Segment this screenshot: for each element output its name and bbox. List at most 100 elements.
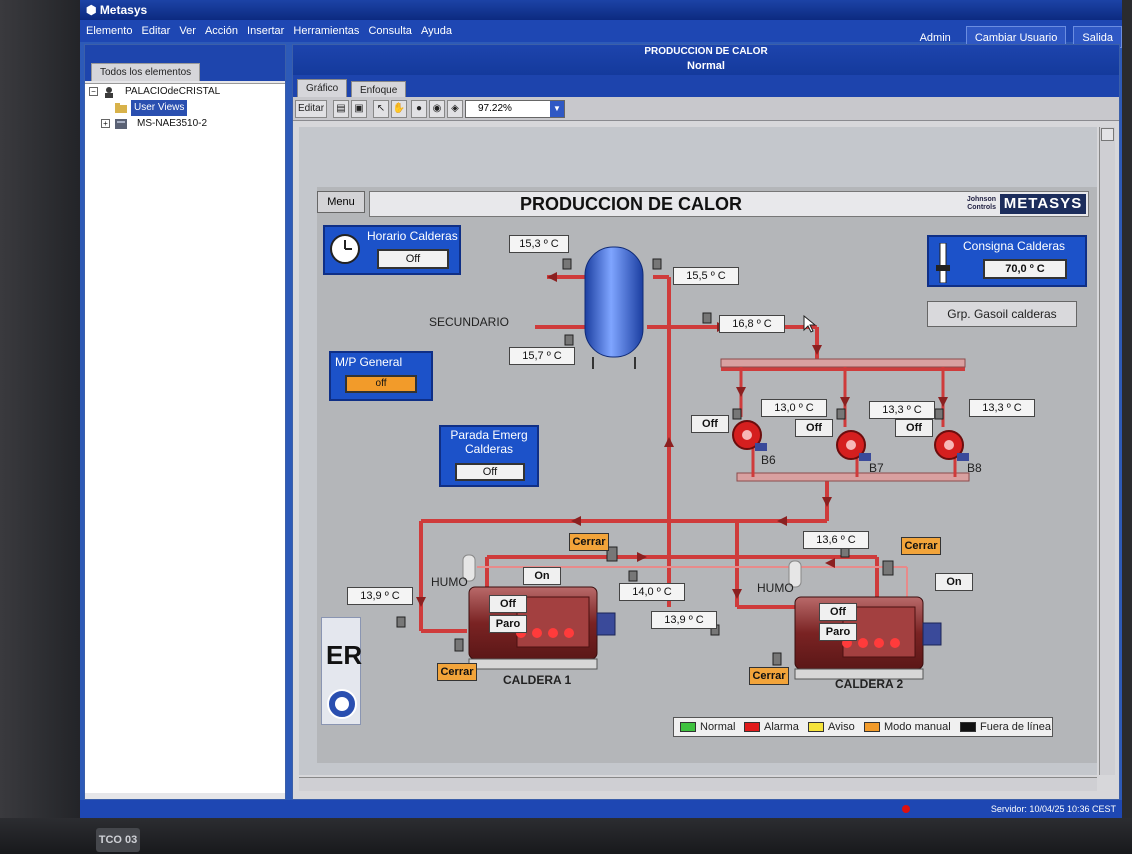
mp-general-value[interactable]: off [345, 375, 417, 393]
zoom-value: 97.22% [478, 103, 512, 114]
heating-plant-graphic: Menu PRODUCCION DE CALOR Johnson Control… [317, 187, 1097, 763]
consigna-calderas-panel[interactable]: Consigna Calderas 70,0 º C [927, 235, 1087, 287]
caldera1-humo: HUMO [431, 575, 468, 589]
legend-offline-swatch [960, 722, 976, 732]
edit-button[interactable]: Editar [295, 100, 327, 118]
menu-herramientas[interactable]: Herramientas [293, 25, 360, 37]
pan-hand-icon[interactable]: ✋ [391, 100, 407, 118]
menu-editar[interactable]: Editar [141, 25, 171, 37]
copy-icon[interactable]: ▣ [351, 100, 367, 118]
graphic-canvas: Menu PRODUCCION DE CALOR Johnson Control… [299, 127, 1097, 775]
caldera1-mode[interactable]: Paro [489, 615, 527, 633]
server-status-text: Servidor: 10/04/25 10:36 CEST [990, 804, 1116, 814]
parada-emerg-title-1: Parada Emerg [450, 428, 528, 442]
clock-icon [329, 233, 361, 268]
temp-tank-left: 15,3 º C [509, 235, 569, 253]
mouse-cursor-icon [803, 315, 817, 333]
zoom-in-icon[interactable]: ● [411, 100, 427, 118]
menubar: Elemento Editar Ver Acción Insertar Herr… [80, 20, 1122, 42]
status-legend: Normal Alarma Aviso Modo manual Fuera de… [673, 717, 1053, 737]
pump-b8-graphic [934, 430, 969, 461]
certification-logo: ER [321, 617, 362, 725]
print-icon[interactable]: ▤ [333, 100, 349, 118]
caldera1-state[interactable]: Off [489, 595, 527, 613]
caldera2-burner[interactable]: On [935, 573, 973, 591]
scroll-up-icon[interactable] [1101, 128, 1114, 141]
caldera1-name: CALDERA 1 [503, 673, 572, 687]
tree-item-label: MS-NAE3510-2 [137, 118, 208, 129]
grp-gasoil-button[interactable]: Grp. Gasoil calderas [927, 301, 1077, 327]
graphic-toolbar: Editar ▤ ▣ ↖ ✋ ● ◉ ◈ 97.22% ▼ [293, 97, 1119, 121]
caldera1-burner[interactable]: On [523, 567, 561, 585]
tree-item-user-views[interactable]: User Views [85, 100, 285, 116]
temp-mid: 14,0 º C [619, 583, 685, 601]
temp-b8: 13,3 º C [969, 399, 1035, 417]
pump-b6-state[interactable]: Off [691, 415, 729, 433]
caldera2-state[interactable]: Off [819, 603, 857, 621]
caldera1-valve-top[interactable]: Cerrar [569, 533, 609, 551]
chevron-down-icon[interactable]: ▼ [550, 101, 564, 117]
temp-b7: 13,3 º C [869, 401, 935, 419]
jc-logo-line2: Controls [967, 204, 996, 211]
tree-item-nae[interactable]: + MS-NAE3510-2 [85, 116, 285, 132]
tab-grafico[interactable]: Gráfico [297, 79, 348, 97]
iqnet-seal-icon [327, 689, 357, 719]
monitor-bezel-bottom [0, 818, 1132, 854]
caldera2-mode[interactable]: Paro [819, 623, 857, 641]
temp-supply: 16,8 º C [719, 315, 785, 333]
zoom-out-icon[interactable]: ◉ [429, 100, 445, 118]
graphic-title: PRODUCCION DE CALOR [520, 194, 743, 214]
horizontal-scrollbar[interactable] [299, 777, 1097, 791]
pump-b8-label: B8 [967, 461, 982, 475]
zoom-fit-icon[interactable]: ◈ [447, 100, 463, 118]
caldera2-valve-bottom[interactable]: Cerrar [749, 667, 789, 685]
menu-ver[interactable]: Ver [179, 25, 196, 37]
pump-b8-state[interactable]: Off [895, 419, 933, 437]
consigna-calderas-value[interactable]: 70,0 º C [983, 259, 1067, 279]
parada-emerg-panel[interactable]: Parada Emerg Calderas Off [439, 425, 539, 487]
pump-b7-label: B7 [869, 461, 884, 475]
secundario-label: SECUNDARIO [429, 315, 510, 329]
temp-caldera2-left: 13,9 º C [651, 611, 717, 629]
horario-calderas-value[interactable]: Off [377, 249, 449, 269]
menu-consulta[interactable]: Consulta [368, 25, 412, 37]
horario-calderas-title: Horario Calderas [367, 229, 458, 243]
zoom-select[interactable]: 97.22% ▼ [465, 100, 565, 118]
parada-emerg-value[interactable]: Off [455, 463, 525, 481]
expand-icon[interactable]: + [101, 119, 110, 128]
legend-normal-swatch [680, 722, 696, 732]
menu-insertar[interactable]: Insertar [247, 25, 285, 37]
menu-elemento[interactable]: Elemento [86, 25, 133, 37]
temp-b6: 13,0 º C [761, 399, 827, 417]
pump-b7-state[interactable]: Off [795, 419, 833, 437]
mp-general-title: M/P General [335, 355, 403, 369]
mp-general-panel[interactable]: M/P General off [329, 351, 433, 401]
collapse-icon[interactable]: − [89, 87, 98, 96]
graphic-panel-title: PRODUCCION DE CALOR [644, 46, 768, 57]
graphic-title-bar: PRODUCCION DE CALOR Johnson Controls MET… [369, 191, 1089, 217]
tab-enfoque[interactable]: Enfoque [351, 81, 407, 99]
pointer-icon[interactable]: ↖ [373, 100, 389, 118]
parada-emerg-title-2: Calderas [464, 442, 514, 456]
app-title: Metasys [99, 3, 148, 17]
graphic-panel-header: PRODUCCION DE CALOR Normal [293, 45, 1119, 75]
caldera1-valve-bottom[interactable]: Cerrar [437, 663, 477, 681]
tab-all-items[interactable]: Todos los elementos [91, 63, 201, 81]
menu-button[interactable]: Menu [317, 191, 365, 213]
tree-item-label: PALACIOdeCRISTAL [125, 86, 221, 97]
temp-caldera1-left: 13,9 º C [347, 587, 413, 605]
caldera2-valve-top[interactable]: Cerrar [901, 537, 941, 555]
vertical-scrollbar[interactable] [1099, 127, 1115, 775]
current-user: Admin [919, 32, 951, 44]
graphic-panel-tabs: Gráfico Enfoque [293, 75, 1119, 99]
horario-calderas-panel[interactable]: Horario Calderas Off [323, 225, 461, 275]
folder-icon [115, 102, 127, 114]
navigation-panel: Todos los elementos − PALACIOdeCRISTAL U… [84, 44, 286, 800]
monitor-bezel-left [0, 0, 80, 854]
menu-accion[interactable]: Acción [204, 25, 238, 37]
graphic-panel: PRODUCCION DE CALOR Normal Gráfico Enfoq… [292, 44, 1120, 800]
tree-item-site[interactable]: − PALACIOdeCRISTAL [85, 84, 285, 100]
menu-ayuda[interactable]: Ayuda [420, 25, 452, 37]
piping-diagram [396, 246, 970, 680]
